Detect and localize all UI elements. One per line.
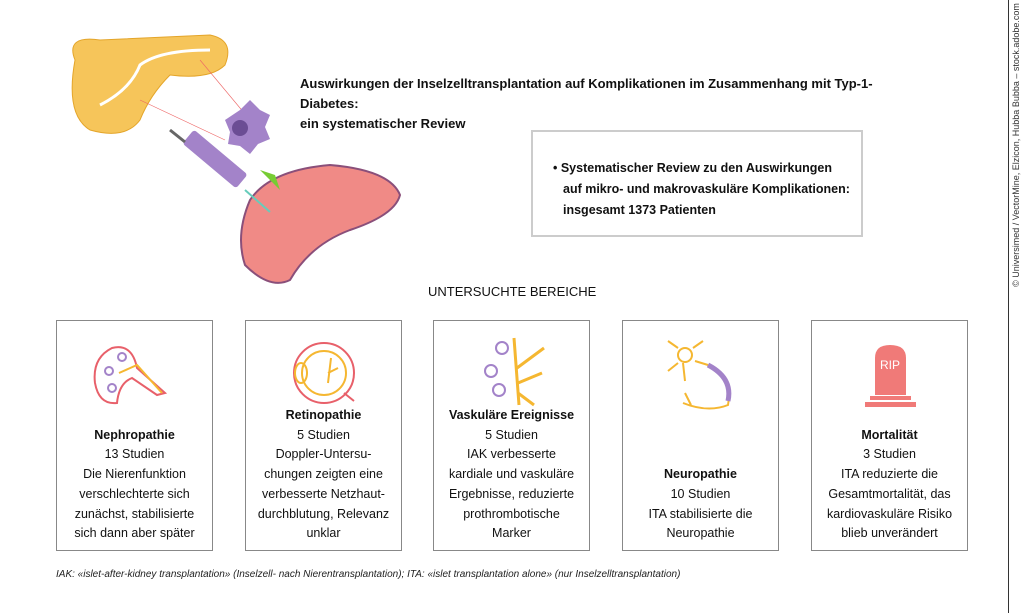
card-text: Neuropathie <box>666 526 735 541</box>
card-title: Retinopathie <box>285 408 362 423</box>
footnote: IAK: «islet-after-kidney transplantation… <box>56 569 681 580</box>
card-text: Gesamtmortalität, das <box>828 486 951 501</box>
syringe-icon <box>169 128 271 213</box>
page-title: Auswirkungen der Inselzelltransplantatio… <box>300 74 920 134</box>
card-title: Vaskuläre Ereignisse <box>448 408 575 423</box>
card-nephropathie: Nephropathie 13 Studien Die Nierenfunkti… <box>56 320 213 551</box>
rip-label: RIP <box>880 358 900 372</box>
card-count: 5 Studien <box>297 427 350 442</box>
card-vaskulaere-ereignisse: Vaskuläre Ereignisse 5 Studien IAK verbe… <box>433 320 590 551</box>
card-count: 10 Studien <box>670 486 731 501</box>
card-count: 13 Studien <box>104 447 165 462</box>
summary-line: insgesamt 1373 Patienten <box>563 203 716 217</box>
card-mortalitaet: RIP Mortalität 3 Studien ITA reduzierte … <box>811 320 968 551</box>
card-text: unklar <box>306 526 341 541</box>
neuron-icon <box>667 340 732 410</box>
card-count: 3 Studien <box>863 447 916 462</box>
card-text: verschlechterte sich <box>79 486 190 501</box>
pancreas-icon <box>71 34 229 134</box>
card-count: 5 Studien <box>485 427 538 442</box>
liver-icon <box>240 163 402 284</box>
card-text: kardiale und vaskuläre <box>448 467 575 482</box>
card-text: chungen zeigten eine <box>264 467 383 482</box>
card-text: Marker <box>492 526 531 541</box>
summary-line: auf mikro- und makrovaskuläre Komplikati… <box>563 182 850 196</box>
card-text: sich dann aber später <box>74 526 195 541</box>
summary-box: • Systematischer Review zu den Auswirkun… <box>531 130 863 237</box>
card-title: Mortalität <box>861 427 918 442</box>
card-text: ITA reduzierte die <box>840 467 939 482</box>
card-title: Neuropathie <box>664 467 737 482</box>
arrow-icon <box>260 170 280 190</box>
section-heading: UNTERSUCHTE BEREICHE <box>428 284 597 299</box>
blood-vessel-icon <box>484 337 545 407</box>
card-text: Doppler-Untersu- <box>275 447 372 462</box>
kidney-icon <box>93 346 168 405</box>
gravestone-icon: RIP <box>865 345 916 407</box>
card-text: zunächst, stabilisierte <box>74 506 195 521</box>
card-text: durchblutung, Relevanz <box>257 506 390 521</box>
summary-line: • Systematischer Review zu den Auswirkun… <box>553 161 832 175</box>
card-retinopathie: Retinopathie 5 Studien Doppler-Untersu- … <box>245 320 402 551</box>
card-neuropathie: Neuropathie 10 Studien ITA stabilisierte… <box>622 320 779 551</box>
card-text: kardiovaskuläre Risiko <box>826 506 953 521</box>
card-text: blieb unverändert <box>841 526 938 541</box>
card-text: ITA stabilisierte die <box>648 506 753 521</box>
card-text: Ergebnisse, reduzierte <box>448 486 575 501</box>
card-text: prothrombotische <box>463 506 560 521</box>
eye-icon <box>293 342 355 404</box>
card-text: Die Nierenfunktion <box>83 467 186 482</box>
card-text: IAK verbesserte <box>467 447 556 462</box>
title-line-1: Auswirkungen der Inselzelltransplantatio… <box>300 76 873 111</box>
image-credit: © Universimed / VectorMine, Elzicon, Hub… <box>1011 3 1021 287</box>
pancreas-liver-injection-illustration <box>71 34 402 284</box>
card-title: Nephropathie <box>94 427 175 442</box>
title-line-2: ein systematischer Review <box>300 116 466 131</box>
card-text: verbesserte Netzhaut- <box>262 486 385 501</box>
